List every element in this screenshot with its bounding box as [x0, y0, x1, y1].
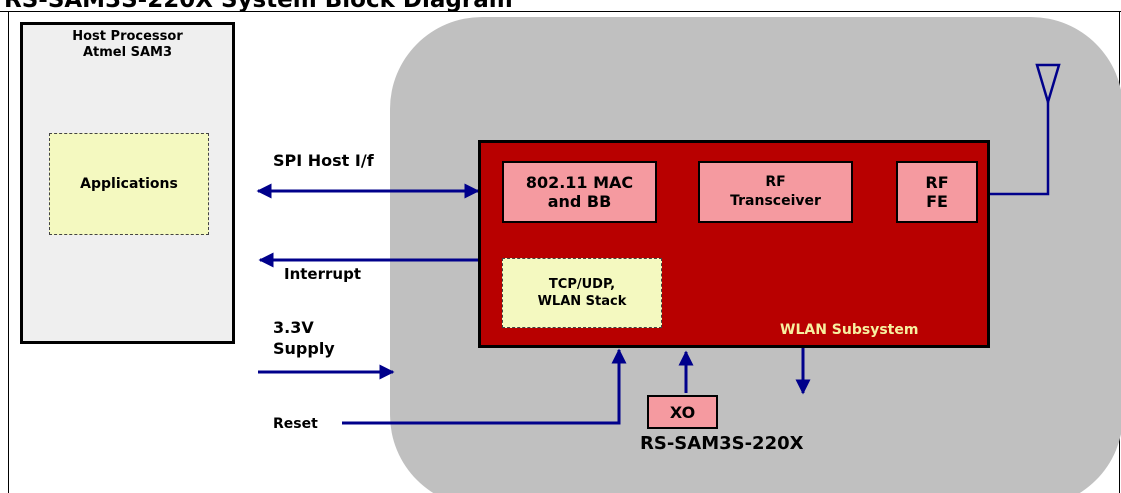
host-processor-line1: Host Processor — [72, 29, 183, 44]
interrupt-label: Interrupt — [284, 265, 361, 283]
reset-label: Reset — [273, 416, 318, 432]
module-name-label: RS-SAM3S-220X — [640, 433, 804, 454]
mac-bb-line2: and BB — [547, 192, 612, 211]
tcp-wlan-stack-line1: TCP/UDP, — [548, 277, 616, 292]
wlan-subsystem-label: WLAN Subsystem — [780, 322, 919, 338]
xo-label: XO — [669, 402, 696, 422]
rf-transceiver-block: RF Transceiver — [698, 161, 853, 223]
antenna-feed-line — [978, 102, 1050, 196]
supply-label-line2: Supply — [273, 339, 335, 358]
mac-bb-line1: 802.11 MAC — [525, 173, 634, 192]
rf-fe-block: RF FE — [896, 161, 978, 223]
xo-block: XO — [647, 395, 718, 429]
rf-fe-line2: FE — [926, 192, 948, 211]
frame-top-line — [0, 11, 1121, 12]
rf-fe-line1: RF — [925, 173, 949, 192]
applications-label: Applications — [80, 176, 178, 192]
supply-label-line1: 3.3V — [273, 318, 314, 337]
supply-label: 3.3V Supply — [273, 317, 335, 359]
diagram-title: RS-SAM3S-220X System Block Diagram — [4, 0, 513, 13]
mac-bb-block: 802.11 MAC and BB — [502, 161, 657, 223]
host-processor-title: Host Processor Atmel SAM3 — [23, 29, 232, 61]
tcp-wlan-stack-block: TCP/UDP, WLAN Stack — [502, 258, 662, 328]
spi-label: SPI Host I/f — [273, 151, 374, 170]
rf-transceiver-line1: RF — [765, 174, 786, 190]
host-processor-block: Host Processor Atmel SAM3 Applications — [20, 22, 235, 344]
antenna-icon — [1035, 63, 1061, 107]
host-processor-line2: Atmel SAM3 — [82, 45, 173, 60]
reset-arrow — [342, 348, 627, 425]
rf-transceiver-line2: Transceiver — [730, 193, 821, 209]
applications-block: Applications — [49, 133, 209, 235]
frame-left-line — [8, 11, 9, 493]
tcp-wlan-stack-line2: WLAN Stack — [537, 294, 627, 309]
